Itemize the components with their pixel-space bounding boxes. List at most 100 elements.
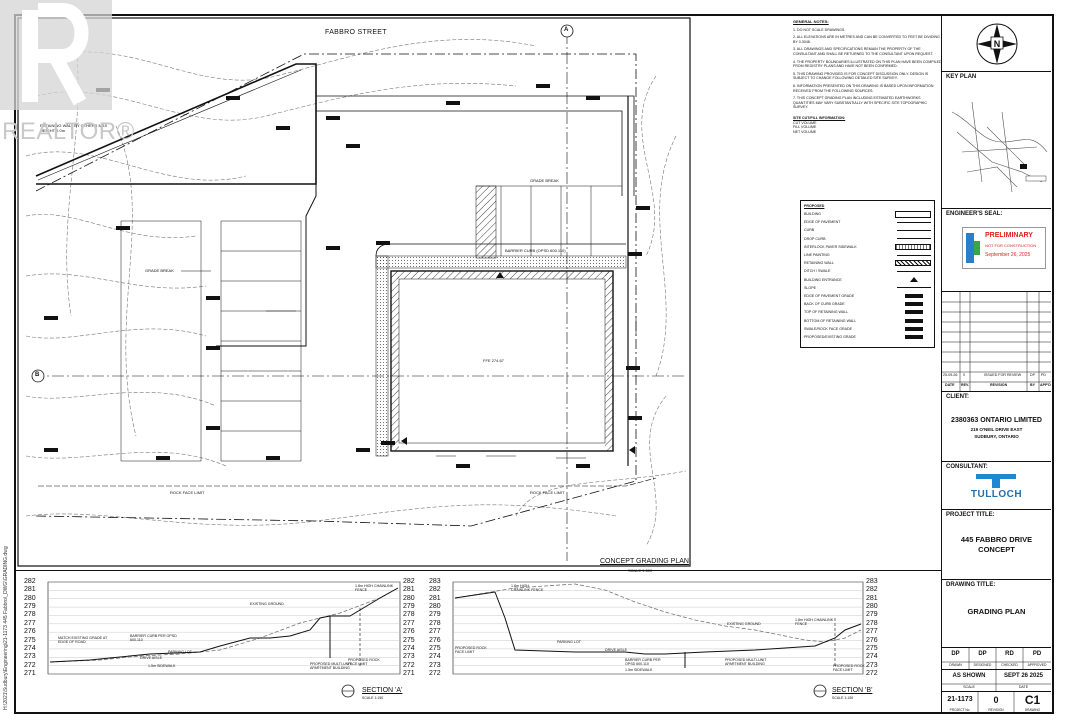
legend-item-label: LINE PAINTING bbox=[804, 253, 830, 258]
legend-item: SLOPE bbox=[804, 284, 931, 292]
legend-item-label: SLOPE bbox=[804, 285, 816, 290]
legend-item: BUILDING ENTRANCE bbox=[804, 276, 931, 284]
project-number: 21-1173 bbox=[947, 696, 973, 703]
client-address-2: SUDBURY, ONTARIO bbox=[974, 434, 1019, 439]
plan-title: CONCEPT GRADING PLAN bbox=[600, 558, 689, 565]
scale-date-row: AS SHOWN SEPT 26 2025 SCALE DATE bbox=[942, 670, 1051, 692]
section-callout: BARRIER CURB PER OPSD 600.110 bbox=[625, 658, 661, 666]
y-tick-label: 282 bbox=[866, 586, 878, 594]
y-tick-label: 283 bbox=[429, 578, 441, 585]
file-path: H:\2021\Sudbury\Engineering\21-1173 445 … bbox=[3, 546, 9, 710]
note-item: 5. THIS DRAWING PROVIDED IS FOR CONCEPT … bbox=[793, 71, 929, 81]
revision-table: 25-09-26 0 ISSUED FOR REVIEW DP PD DATE … bbox=[942, 292, 1051, 392]
section-b-existing-ground bbox=[454, 583, 862, 643]
section-callout: PROPOSED MULTI-UNIT APARTMENT BUILDING bbox=[310, 662, 352, 670]
y-tick-label: 273 bbox=[403, 653, 415, 661]
legend-item-symbol bbox=[897, 254, 931, 256]
legend-item-label: RETAINING WALL bbox=[804, 261, 834, 266]
property-line bbox=[35, 53, 637, 527]
section-a-marker-text: A bbox=[564, 27, 569, 33]
client-cell: CLIENT: 2380363 ONTARIO LIMITED 219 O'NE… bbox=[942, 392, 1051, 462]
legend-item: INTERLOCK PAVER SIDEWALK bbox=[804, 243, 931, 251]
y-tick-label: 273 bbox=[24, 653, 36, 661]
legend-item-symbol bbox=[905, 326, 923, 331]
y-tick-label: 274 bbox=[429, 653, 441, 661]
section-callout: 1.8m HIGH CHAINLINK FENCE bbox=[795, 618, 834, 626]
legend-item-label: SWALE/ROCK FACE GRADE bbox=[804, 326, 852, 331]
legend-item-symbol bbox=[905, 310, 923, 315]
section-a-proposed-grade bbox=[49, 587, 399, 663]
engineer-seal-cell: ENGINEER'S SEAL: PRELIMINARY NOT FOR CON… bbox=[942, 209, 1051, 292]
drawing-number: C1 bbox=[1024, 693, 1041, 707]
y-tick-label: 278 bbox=[866, 619, 878, 627]
note-item: 2. ALL ELEVATIONS ARE IN METRES AND CAN … bbox=[793, 35, 940, 44]
rev-app: PD bbox=[1041, 373, 1046, 377]
net-volume: NET VOLUME bbox=[793, 129, 817, 134]
legend-item: TOP OF RETAINING WALL bbox=[804, 308, 931, 316]
cutfill-title: SITE CUT/FILL INFORMATION: bbox=[793, 115, 846, 120]
y-tick-label: 282 bbox=[403, 578, 415, 585]
legend-item-label: EDGE OF PAVEMENT bbox=[804, 220, 841, 225]
legend-item-label: DITCH / SWALE bbox=[804, 269, 831, 274]
seal-sub: NOT FOR CONSTRUCTION bbox=[985, 243, 1037, 248]
scale-date-grid bbox=[942, 670, 1051, 692]
section-b-proposed-grade bbox=[454, 591, 862, 655]
y-tick-label: 273 bbox=[866, 661, 878, 669]
legend-item: DITCH / SWALE bbox=[804, 267, 931, 275]
hatched-slope bbox=[475, 185, 497, 259]
y-tick-label: 276 bbox=[429, 636, 441, 644]
note-item: 1. DO NOT SCALE DRAWINGS. bbox=[793, 27, 846, 32]
legend-item-symbol bbox=[905, 302, 923, 307]
drive-west-edge bbox=[216, 111, 317, 347]
sig-drawn: DP bbox=[951, 651, 960, 657]
section-callout: 1.8m HIGH CHAINLINK FENCE bbox=[511, 584, 544, 592]
y-tick-label: 275 bbox=[24, 636, 36, 644]
legend-item: EDGE OF PAVEMENT GRADE bbox=[804, 292, 931, 300]
y-tick-label: 274 bbox=[866, 653, 878, 661]
north-arrow-cell: N bbox=[942, 16, 1051, 72]
section-callout: PROPOSED ROCK FACE LIMIT bbox=[833, 664, 865, 672]
barrier-curb-label: BARRIER CURB (OPSD 600.110) bbox=[505, 248, 566, 253]
rock-face-south bbox=[38, 477, 657, 487]
rev-by: DP bbox=[1030, 373, 1035, 377]
consultant-label: CONSULTANT: bbox=[946, 464, 988, 470]
key-plan-label: KEY PLAN bbox=[946, 74, 977, 80]
section-callout: PARKING LOT bbox=[557, 640, 581, 644]
seal-status: PRELIMINARY bbox=[985, 232, 1033, 239]
legend-item-label: EDGE OF PAVEMENT GRADE bbox=[804, 293, 855, 298]
y-tick-label: 279 bbox=[24, 603, 36, 611]
y-tick-label: 281 bbox=[866, 594, 878, 602]
rev-h-revision: REVISION bbox=[990, 383, 1008, 387]
sig-label-checked: CHECKED bbox=[1001, 663, 1018, 667]
section-callout: MATCH EXISTING GRADE AT EDGE OF ROAD bbox=[58, 636, 108, 644]
building-footprint bbox=[390, 270, 614, 452]
rev-num: 0 bbox=[963, 373, 965, 377]
note-item: 6. INFORMATION PRESENTED ON THIS DRAWING… bbox=[793, 83, 934, 93]
grade-break-label-2: GRADE BREAK bbox=[530, 178, 559, 183]
y-tick-label: 277 bbox=[403, 619, 415, 627]
consultant-name: TULLOCH bbox=[970, 489, 1023, 500]
legend-item: BUILDING bbox=[804, 210, 931, 218]
section-callout: EXISTING GROUND bbox=[250, 602, 284, 606]
section-callout: PROPOSED MULTI-UNIT APARTMENT BUILDING bbox=[725, 658, 767, 666]
legend-item: CURB bbox=[804, 226, 931, 234]
north-arrow-icon: N bbox=[976, 23, 1018, 65]
engineer-seal-label: ENGINEER'S SEAL: bbox=[946, 211, 1003, 217]
legend-item-label: INTERLOCK PAVER SIDEWALK bbox=[804, 244, 857, 249]
rev-desc: ISSUED FOR REVIEW bbox=[984, 373, 1022, 377]
y-tick-label: 275 bbox=[403, 636, 415, 644]
y-tick-label: 279 bbox=[429, 611, 441, 619]
legend-item-label: BUILDING ENTRANCE bbox=[804, 277, 842, 282]
y-tick-label: 271 bbox=[24, 670, 36, 677]
sig-designed: DP bbox=[978, 651, 987, 657]
tulloch-logo-icon bbox=[976, 474, 1016, 488]
street-label: FABBRO STREET bbox=[325, 29, 387, 36]
y-tick-label: 277 bbox=[866, 628, 878, 636]
drawing-title-label: DRAWING TITLE: bbox=[946, 582, 996, 588]
y-tick-label: 273 bbox=[429, 661, 441, 669]
realtor-watermark: REALTOR® bbox=[0, 0, 140, 150]
y-tick-label: 272 bbox=[24, 661, 36, 669]
rock-face-limit-label: ROCK FACE LIMIT bbox=[170, 490, 205, 495]
